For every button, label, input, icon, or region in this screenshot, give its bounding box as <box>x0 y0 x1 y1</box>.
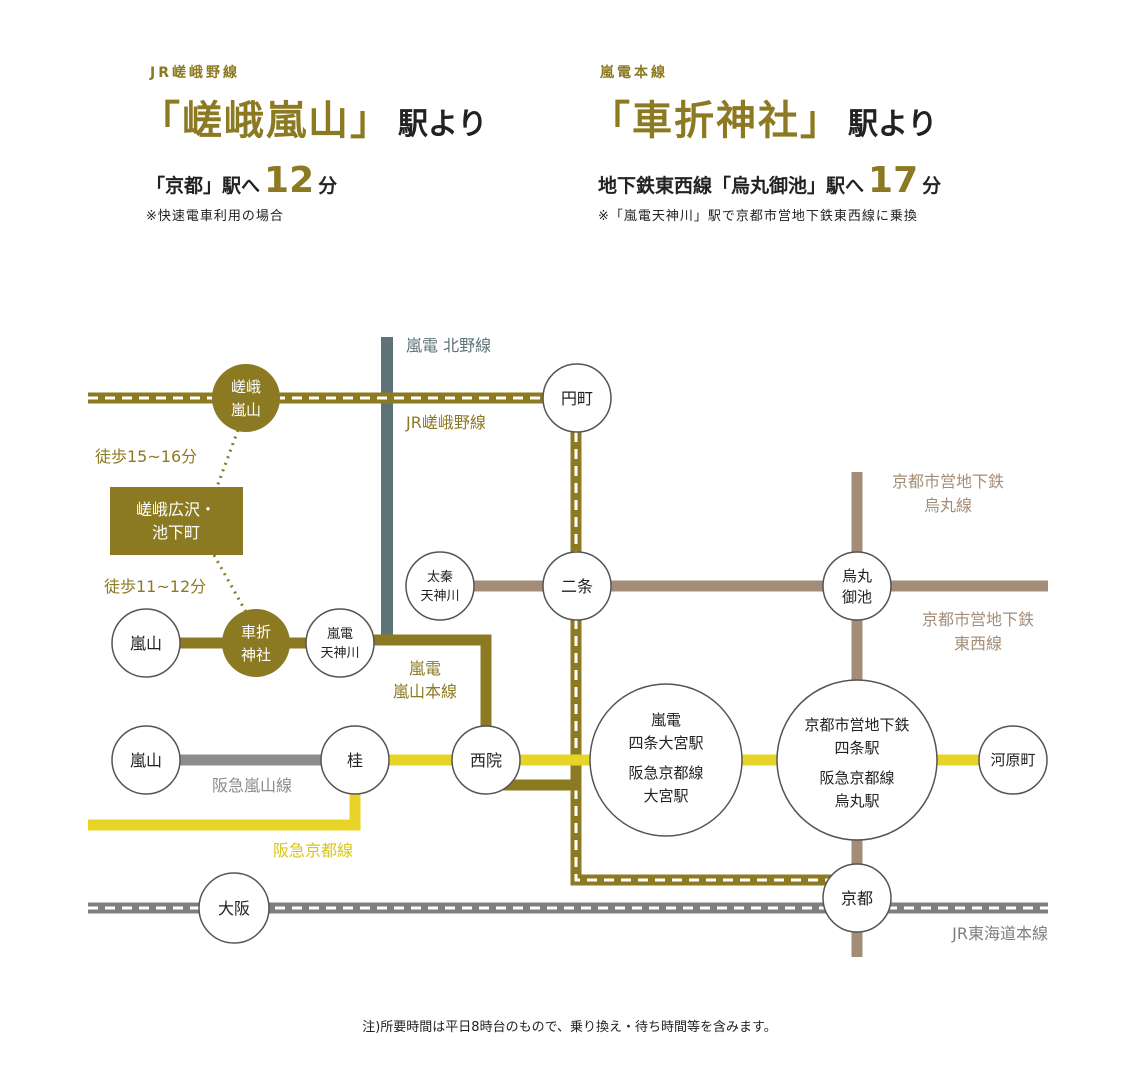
station-shijo-line2: 四条駅 <box>834 739 879 757</box>
left-station-name: 「嵯峨嵐山」 <box>140 98 392 144</box>
station-katsura: 桂 <box>320 725 390 795</box>
station-uzumasa-tenjingawa: 太秦 天神川 <box>405 551 475 621</box>
station-omiya-line4: 大宮駅 <box>643 787 688 805</box>
label-karasuma-1: 京都市営地下鉄 <box>892 472 1004 491</box>
right-station-name: 「車折神社」 <box>590 98 842 144</box>
walk-transfer-box <box>110 487 243 555</box>
station-shijo-line4: 烏丸駅 <box>834 792 879 810</box>
station-randen-tenjingawa-line2: 天神川 <box>320 646 359 661</box>
right-line-name: 嵐電本線 <box>600 65 668 81</box>
station-karasuma-oike-line2: 御池 <box>842 588 872 606</box>
station-arashiyama-hankyu-label: 嵐山 <box>130 751 162 770</box>
station-saga-arashiyama-line2: 嵐山 <box>231 401 261 419</box>
walk-label-1: 徒歩15~16分 <box>95 447 197 466</box>
station-uzumasa-line1: 太秦 <box>427 570 453 585</box>
left-heading: 「嵯峨嵐山」駅より <box>140 88 487 146</box>
label-randen-kitano: 嵐電 北野線 <box>406 336 491 355</box>
right-note: ※「嵐電天神川」駅で京都市営地下鉄東西線に乗換 <box>598 209 918 224</box>
station-kurumazaki-line2: 神社 <box>241 646 271 664</box>
right-heading-suffix: 駅より <box>848 107 938 142</box>
right-heading: 「車折神社」駅より <box>590 88 937 146</box>
station-omiya-line2: 四条大宮駅 <box>628 734 703 752</box>
label-hankyu-arashiyama: 阪急嵐山線 <box>212 776 292 795</box>
station-saiin: 西院 <box>451 725 521 795</box>
station-shijo-karasuma: 京都市営地下鉄 四条駅 阪急京都線 烏丸駅 <box>776 679 938 841</box>
station-arashiyama-randen-label: 嵐山 <box>130 634 162 653</box>
walk-box-text-1: 嵯峨広沢・ <box>136 500 216 519</box>
station-omiya-line1: 嵐電 <box>651 711 681 729</box>
walk-path-1 <box>212 429 240 496</box>
station-kurumazaki-line1: 車折 <box>241 623 271 641</box>
walk-box-text-2: 池下町 <box>152 523 200 542</box>
station-uzumasa-line2: 天神川 <box>420 589 459 604</box>
station-saga-arashiyama: 嵯峨 嵐山 <box>212 364 280 432</box>
label-randen-main-2: 嵐山本線 <box>393 682 457 701</box>
station-katsura-label: 桂 <box>347 751 363 770</box>
station-nijo: 二条 <box>542 551 612 621</box>
right-time-unit: 分 <box>922 175 942 197</box>
label-tozai-2: 東西線 <box>954 634 1002 653</box>
right-time-prefix: 地下鉄東西線「烏丸御池」駅へ <box>598 175 865 197</box>
walk-label-2: 徒歩11~12分 <box>104 577 206 596</box>
station-kawaramachi-label: 河原町 <box>990 751 1035 769</box>
station-arashiyama-hankyu: 嵐山 <box>111 725 181 795</box>
station-shijo-line1: 京都市営地下鉄 <box>804 716 909 734</box>
station-omiya-line3: 阪急京都線 <box>628 764 703 782</box>
station-nijo-label: 二条 <box>561 577 593 596</box>
left-note: ※快速電車利用の場合 <box>146 209 284 224</box>
station-kawaramachi: 河原町 <box>978 725 1048 795</box>
label-jr-sagano: JR嵯峨野線 <box>405 413 486 432</box>
footer-note: 注)所要時間は平日8時台のもので、乗り換え・待ち時間等を含みます。 <box>362 1020 777 1035</box>
station-kyoto-label: 京都 <box>841 889 873 908</box>
station-osaka: 大阪 <box>198 872 270 944</box>
walk-path-2 <box>212 554 248 613</box>
left-time-prefix: 「京都」駅へ <box>146 175 261 197</box>
station-karasuma-oike-line1: 烏丸 <box>842 567 872 585</box>
station-randen-tenjingawa-line1: 嵐電 <box>327 627 353 642</box>
randen-main-line-to-saiin <box>340 634 492 760</box>
left-heading-suffix: 駅より <box>398 107 488 142</box>
station-saiin-label: 西院 <box>470 751 502 770</box>
label-randen-main-1: 嵐電 <box>409 659 441 678</box>
station-emmachi-label: 円町 <box>561 389 593 408</box>
station-arashiyama-randen: 嵐山 <box>111 608 181 678</box>
left-time-number: 12 <box>264 160 315 201</box>
station-kurumazaki-jinja: 車折 神社 <box>222 609 290 677</box>
label-karasuma-2: 烏丸線 <box>924 496 972 515</box>
station-randen-tenjingawa: 嵐電 天神川 <box>305 608 375 678</box>
station-kyoto: 京都 <box>822 863 892 933</box>
station-emmachi: 円町 <box>542 363 612 433</box>
station-shijo-line3: 阪急京都線 <box>819 769 894 787</box>
station-shijo-omiya: 嵐電 四条大宮駅 阪急京都線 大宮駅 <box>589 683 743 837</box>
left-time-unit: 分 <box>318 175 338 197</box>
station-saga-arashiyama-line1: 嵯峨 <box>231 378 261 396</box>
station-osaka-label: 大阪 <box>218 899 250 918</box>
station-karasuma-oike: 烏丸 御池 <box>822 551 892 621</box>
label-hankyu-kyoto: 阪急京都線 <box>273 841 353 860</box>
right-time-number: 17 <box>868 160 919 201</box>
label-tozai-1: 京都市営地下鉄 <box>922 610 1034 629</box>
label-jr-tokaido: JR東海道本線 <box>951 924 1048 943</box>
left-line-name: JR嵯峨野線 <box>150 65 240 81</box>
